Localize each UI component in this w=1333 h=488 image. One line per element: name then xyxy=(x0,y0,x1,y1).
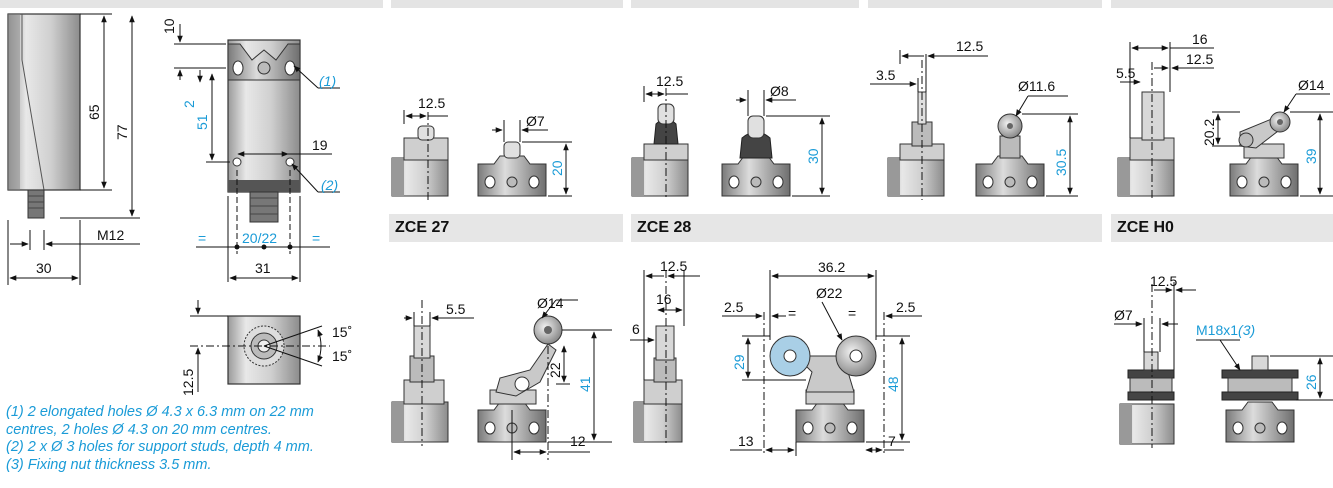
plunger1-w: 12.5 xyxy=(418,95,445,111)
zce27-off: 5.5 xyxy=(446,301,466,317)
footnote-line: (2) 2 x Ø 3 holes for support studs, dep… xyxy=(6,439,314,455)
footnote-line: centres, 2 holes Ø 4.3 on 20 mm centres. xyxy=(6,421,272,438)
zce27-dia: Ø14 xyxy=(537,295,564,311)
angle-15-lower: 15˚ xyxy=(332,348,352,364)
zceh0-thread-text: M18x1 xyxy=(1196,322,1238,338)
lever1-off: 5.5 xyxy=(1116,65,1136,81)
zce28-d362: 36.2 xyxy=(818,259,845,275)
body-side-view: 65 77 M12 30 xyxy=(7,13,140,285)
plunger2-w: 12.5 xyxy=(656,73,683,89)
section-label-zce27: ZCE 27 xyxy=(389,214,623,242)
body-top-view: 12.5 15˚ 15˚ xyxy=(180,300,352,396)
lever1-dia: Ø14 xyxy=(1298,77,1325,93)
angle-15-upper: 15˚ xyxy=(332,324,352,340)
zce28-l25: 2.5 xyxy=(724,299,744,315)
zce28-eq1: = xyxy=(788,305,796,321)
zce28-h48: 48 xyxy=(885,376,901,392)
zce27-h41: 41 xyxy=(577,376,593,392)
section-label-zce28: ZCE 28 xyxy=(631,214,1102,242)
roller-plunger-head: 3.5 12.5 Ø11.6 30.5 xyxy=(870,38,1078,200)
eq-left: = xyxy=(198,230,206,246)
header-band xyxy=(1111,0,1333,8)
zce27-drawing: 5.5 Ø14 22 41 12 xyxy=(391,295,612,460)
zce28-d13: 13 xyxy=(738,433,754,449)
dim-10: 10 xyxy=(161,18,177,34)
roller1-h: 30.5 xyxy=(1053,149,1069,176)
plunger1-h: 20 xyxy=(549,160,565,176)
body-front-view: 10 2 51 19 (1) (2) = 20/22 = 31 xyxy=(161,18,340,282)
zce28-d7: 7 xyxy=(888,433,896,449)
zceh0-thread: M18x1(3) xyxy=(1196,322,1255,338)
zceh0-drawing: 12.5 Ø7 M18x1(3) 26 xyxy=(1114,273,1333,448)
zce28-w16: 16 xyxy=(656,291,672,307)
lever1-w125: 12.5 xyxy=(1186,51,1213,67)
dim-12-5: 12.5 xyxy=(180,369,196,396)
dim-m12: M12 xyxy=(97,227,124,243)
zceh0-w125: 12.5 xyxy=(1150,273,1177,289)
dim-31: 31 xyxy=(255,260,271,276)
zceh0-dia: Ø7 xyxy=(1114,307,1133,323)
plunger2-dia: Ø8 xyxy=(770,83,789,99)
zce27-d12: 12 xyxy=(570,433,586,449)
lever1-h39: 39 xyxy=(1303,148,1319,164)
zce28-drawing: 12.5 16 6 36.2 Ø22 2.5 = = xyxy=(630,258,922,456)
footnote-line: (3) Fixing nut thickness 3.5 mm. xyxy=(6,456,212,473)
lever1-w16: 16 xyxy=(1192,31,1208,47)
lever-head-top: 16 12.5 5.5 Ø14 20.2 39 xyxy=(1116,31,1333,200)
zce28-h29: 29 xyxy=(731,354,747,370)
footnotes: (1) 2 elongated holes Ø 4.3 x 6.3 mm on … xyxy=(6,404,378,474)
header-band xyxy=(868,0,1102,8)
zce28-w125: 12.5 xyxy=(660,258,687,274)
zce28-r25: 2.5 xyxy=(896,299,916,315)
zce27-h22: 22 xyxy=(547,362,563,378)
dim-51: 51 xyxy=(194,114,210,130)
zce28-off: 6 xyxy=(632,321,640,337)
eq-right: = xyxy=(312,230,320,246)
roller1-off: 3.5 xyxy=(876,67,896,83)
lever1-h20: 20.2 xyxy=(1201,119,1217,146)
ref-1: (1) xyxy=(319,73,336,89)
plunger2-h: 30 xyxy=(805,148,821,164)
dim-19: 19 xyxy=(312,137,328,153)
ref-3: (3) xyxy=(1238,322,1255,338)
roller1-dia: Ø11.6 xyxy=(1018,78,1055,94)
header-band xyxy=(0,0,383,8)
zce28-eq2: = xyxy=(848,305,856,321)
roller1-w: 12.5 xyxy=(956,38,983,54)
zce28-dia: Ø22 xyxy=(816,285,843,301)
plunger1-dia: Ø7 xyxy=(526,113,545,129)
dim-30: 30 xyxy=(36,260,52,276)
ref-2: (2) xyxy=(321,177,338,193)
dim-20-22: 20/22 xyxy=(242,230,277,246)
dim-77: 77 xyxy=(114,124,130,140)
section-label-zceh0: ZCE H0 xyxy=(1111,214,1333,242)
header-band xyxy=(631,0,859,8)
dim-65: 65 xyxy=(86,104,102,120)
footnote-line: (1) 2 elongated holes Ø 4.3 x 6.3 mm on … xyxy=(6,404,314,420)
plunger-head-short: 12.5 Ø7 20 xyxy=(391,95,572,200)
dim-2: 2 xyxy=(181,100,197,108)
plunger-head-boot: 12.5 Ø8 30 xyxy=(631,73,830,200)
header-band xyxy=(391,0,623,8)
zceh0-h26: 26 xyxy=(1303,374,1319,390)
